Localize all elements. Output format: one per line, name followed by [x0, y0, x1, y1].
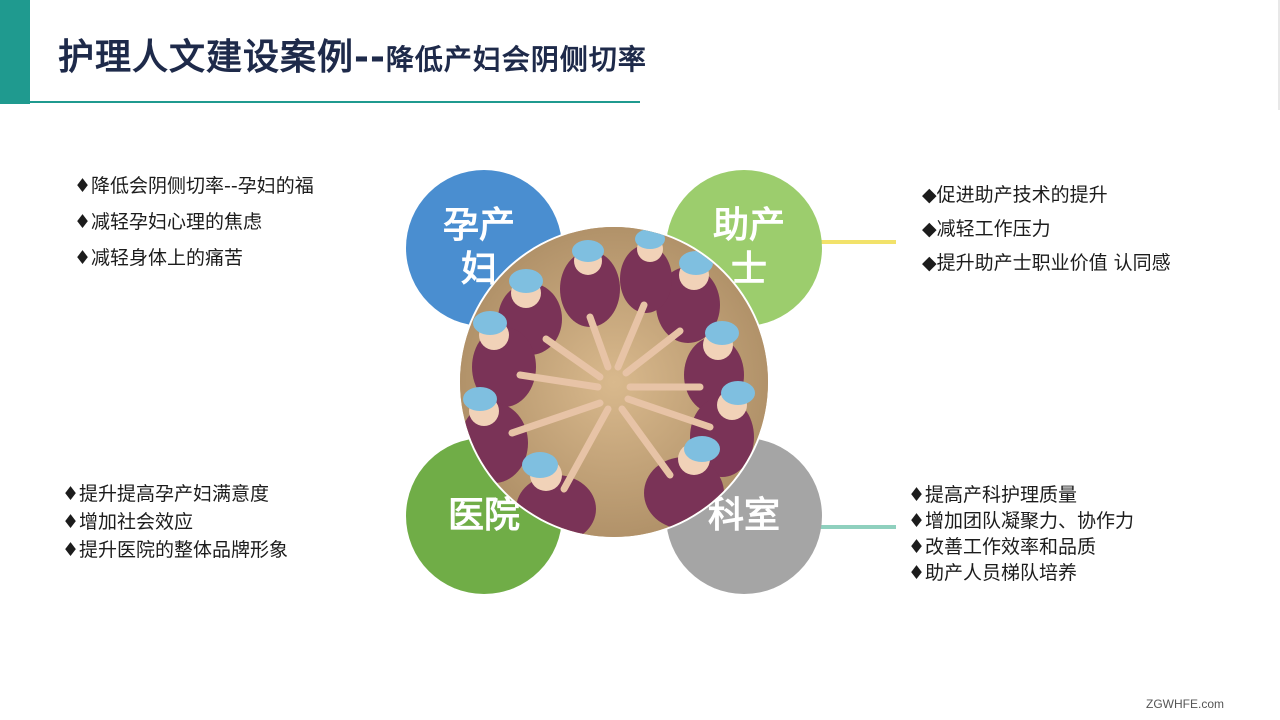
- circle-maternal-label: 孕产妇: [442, 205, 515, 290]
- list-item: ◆提升助产士职业价值 认同感: [922, 252, 1171, 274]
- edge-divider: [1278, 0, 1280, 110]
- list-item: ♦提高产科护理质量: [908, 484, 1078, 506]
- list-item: ♦增加团队凝聚力、协作力: [908, 510, 1135, 532]
- list-item: ◆减轻工作压力: [922, 218, 1051, 240]
- team-photo-illustration: [460, 227, 768, 537]
- connector-top-right: [820, 240, 896, 244]
- list-item: ◆促进助产技术的提升: [922, 184, 1108, 206]
- title-main: 护理人文建设案例--: [58, 37, 386, 78]
- department-benefits-list: ♦提高产科护理质量 ♦增加团队凝聚力、协作力 ♦改善工作效率和品质 ♦助产人员梯…: [908, 482, 1134, 586]
- list-item: ♦助产人员梯队培养: [908, 562, 1078, 584]
- title-underline: [30, 101, 640, 103]
- list-item: ♦提升医院的整体品牌形象: [62, 539, 289, 561]
- list-item: ♦降低会阴侧切率--孕妇的福: [74, 175, 314, 197]
- hospital-benefits-list: ♦提升提高孕产妇满意度 ♦增加社会效应 ♦提升医院的整体品牌形象: [62, 481, 288, 565]
- list-item: ♦提升提高孕产妇满意度: [62, 483, 270, 505]
- connector-bottom-right: [820, 525, 896, 529]
- midwife-benefits-list: ◆促进助产技术的提升 ◆减轻工作压力 ◆提升助产士职业价值 认同感: [922, 181, 1171, 283]
- accent-bar: [0, 0, 30, 104]
- title-sub: 降低产妇会阴侧切率: [385, 43, 647, 76]
- watermark: ZGWHFE.com: [1146, 697, 1224, 711]
- list-item: ♦减轻孕妇心理的焦虑: [74, 211, 263, 233]
- circle-department-label: 科室: [707, 495, 780, 536]
- circle-midwife-label: 助产士: [712, 205, 785, 290]
- list-item: ♦改善工作效率和品质: [908, 536, 1097, 558]
- list-item: ♦减轻身体上的痛苦: [74, 247, 244, 269]
- list-item: ♦增加社会效应: [62, 511, 194, 533]
- circle-hospital-label: 医院: [447, 495, 520, 536]
- team-photo: [458, 225, 770, 539]
- maternal-benefits-list: ♦降低会阴侧切率--孕妇的福 ♦减轻孕妇心理的焦虑 ♦减轻身体上的痛苦: [74, 172, 314, 280]
- slide-title: 护理人文建设案例--降低产妇会阴侧切率: [58, 28, 647, 80]
